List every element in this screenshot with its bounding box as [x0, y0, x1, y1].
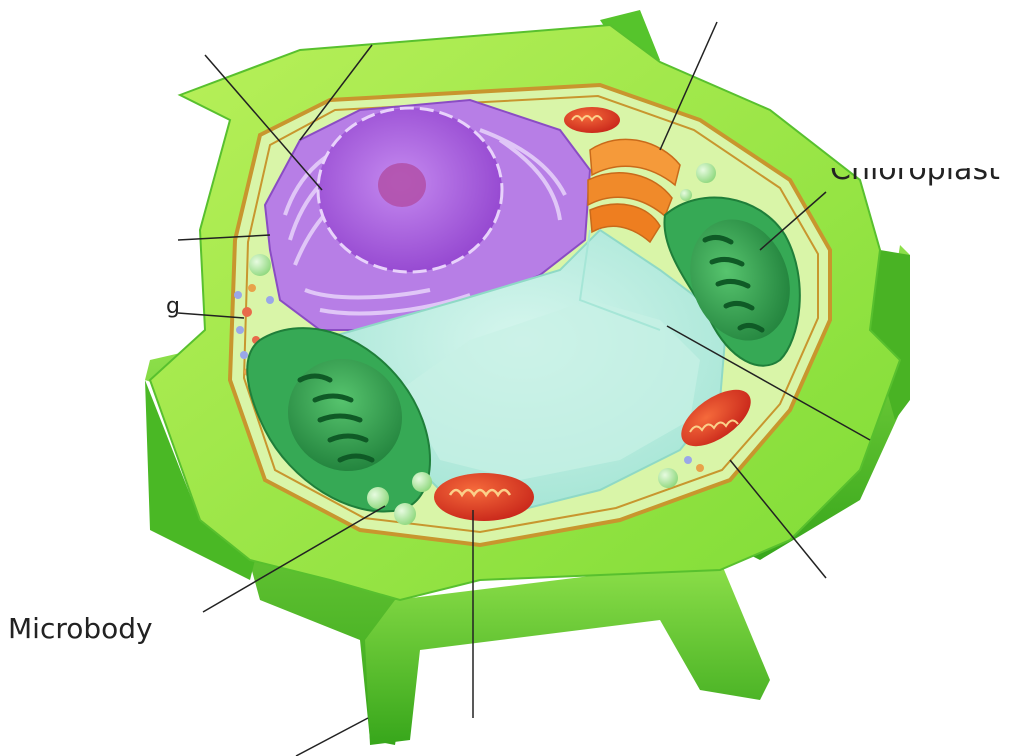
- label-left-partial: g: [166, 294, 178, 320]
- label-microbody: Microbody: [8, 612, 153, 645]
- mitochondrion-top: [564, 107, 620, 133]
- leader-line-cell-wall: [296, 718, 368, 756]
- nucleolus: [378, 163, 426, 207]
- nucleus: [318, 108, 502, 272]
- mitochondrion-bottom: [434, 473, 534, 521]
- label-chloroplast-text: Chloroplast: [830, 168, 1018, 187]
- label-chloroplast: Chloroplast: [830, 168, 1018, 190]
